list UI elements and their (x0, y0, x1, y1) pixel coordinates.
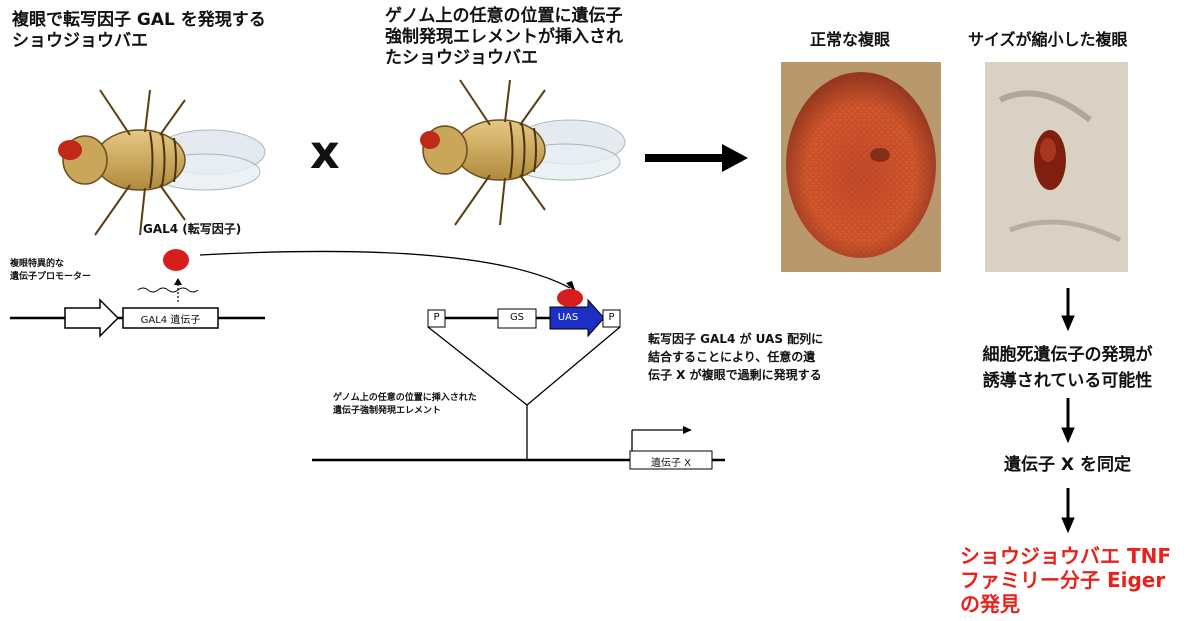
cross-symbol: x (310, 125, 340, 179)
promoter-label-line: 複眼特異的な (10, 258, 91, 271)
mechanism-text: 転写因子 GAL4 が UAS 配列に 結合することにより、任意の遺 伝子 X … (648, 330, 823, 384)
element-description: ゲノム上の任意の位置に挿入された 遺伝子強制発現エレメント (333, 392, 477, 418)
mid-fly-title-line: 強制発現エレメントが挿入され (385, 27, 623, 48)
gal4-gene-label: GAL4 遺伝子 (123, 311, 218, 326)
mid-fly-title-line: たショウジョウバエ (385, 48, 623, 69)
step-arrows (1062, 288, 1074, 532)
left-fly-title: 複眼で転写因子 GAL を発現する ショウジョウバエ (12, 10, 266, 52)
step-cell-death-line: 細胞死遺伝子の発現が (950, 342, 1185, 368)
step-cell-death-line: 誘導されている可能性 (950, 368, 1185, 394)
mid-fly-title: ゲノム上の任意の位置に遺伝子 強制発現エレメントが挿入され たショウジョウバエ (385, 6, 623, 69)
promoter-label: 複眼特異的な 遺伝子プロモーター (10, 258, 91, 284)
gene-x-label: 遺伝子 X (630, 454, 712, 469)
normal-eye-image (781, 62, 941, 272)
result-discovery: ショウジョウバエ TNF ファミリー分子 Eiger の発見 (960, 544, 1171, 616)
left-fly-title-line: 複眼で転写因子 GAL を発現する (12, 10, 266, 31)
result-line: の発見 (960, 592, 1171, 616)
mechanism-text-line: 伝子 X が複眼で過剰に発現する (648, 366, 823, 384)
step-identify-gene: 遺伝子 X を同定 (950, 452, 1185, 478)
fly-right-icon (420, 80, 625, 225)
p-left-label: P (428, 312, 445, 323)
normal-eye-caption: 正常な複眼 (810, 26, 890, 50)
step-cell-death: 細胞死遺伝子の発現が 誘導されている可能性 (950, 342, 1185, 394)
element-description-line: ゲノム上の任意の位置に挿入された (333, 392, 477, 405)
result-arrow-icon (645, 144, 748, 172)
gal4-binding-arrow (200, 251, 570, 288)
fly-left-icon (58, 90, 265, 235)
gal4-label: GAL4 (転写因子) (143, 220, 241, 237)
mid-fly-title-line: ゲノム上の任意の位置に遺伝子 (385, 6, 623, 27)
gs-label: GS (498, 312, 536, 323)
result-line: ショウジョウバエ TNF (960, 544, 1171, 568)
p-right-label: P (603, 312, 620, 323)
uas-label: UAS (548, 312, 588, 323)
left-fly-title-line: ショウジョウバエ (12, 31, 266, 52)
element-description-line: 遺伝子強制発現エレメント (333, 405, 477, 418)
mechanism-text-line: 転写因子 GAL4 が UAS 配列に (648, 330, 823, 348)
small-eye-image (985, 62, 1128, 272)
result-line: ファミリー分子 Eiger (960, 568, 1171, 592)
mechanism-text-line: 結合することにより、任意の遺 (648, 348, 823, 366)
promoter-label-line: 遺伝子プロモーター (10, 271, 91, 284)
small-eye-caption: サイズが縮小した複眼 (968, 26, 1128, 50)
